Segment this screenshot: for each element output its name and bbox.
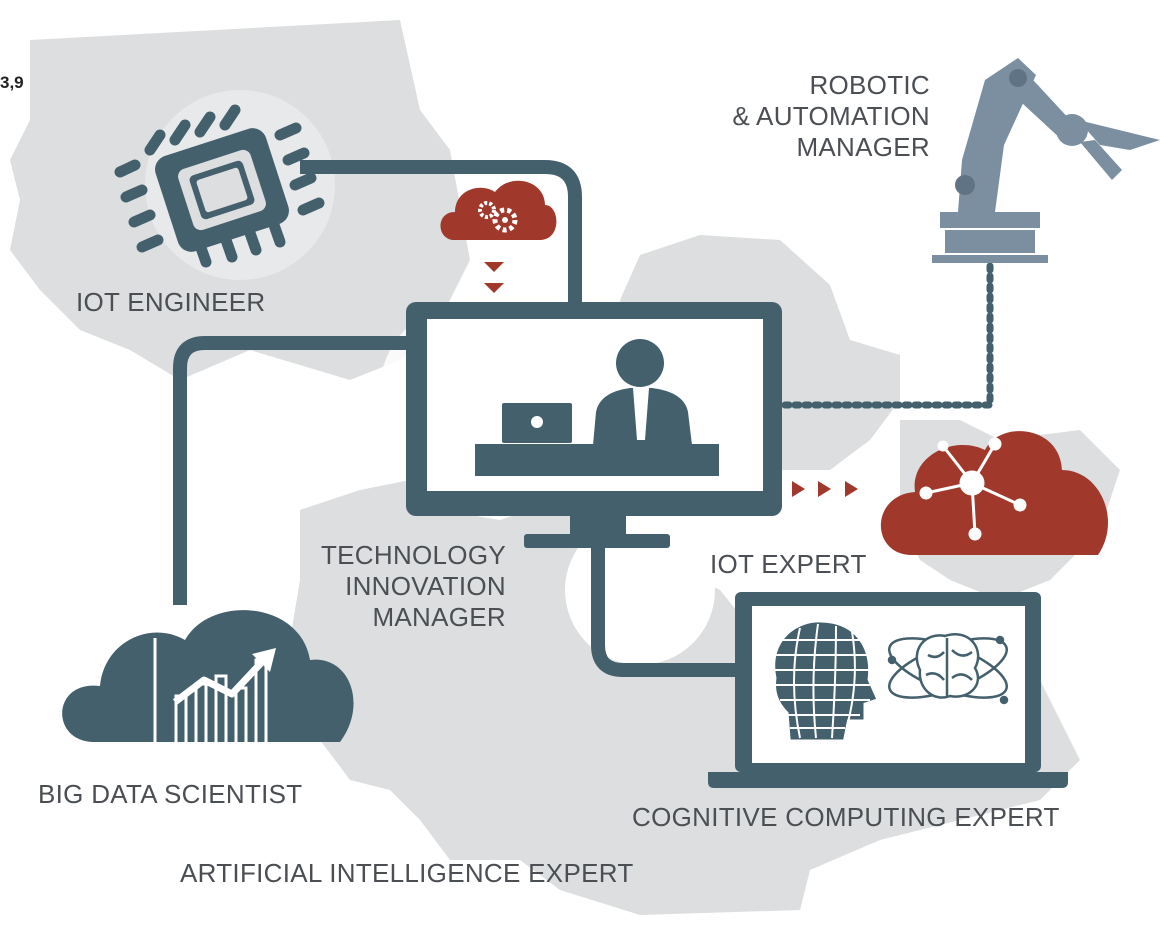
connector-monitor-laptop [591, 548, 742, 677]
cloud-network-icon [880, 431, 1109, 555]
label-line: MANAGER [372, 602, 506, 632]
gear-icon [290, 480, 1080, 915]
cloud-chart-icon [62, 610, 354, 742]
label-line: ROBOTIC [809, 70, 930, 100]
label-iot-engineer: IOT ENGINEER [76, 287, 266, 317]
person-at-desk-icon [475, 339, 719, 476]
label-line: & AUTOMATION [732, 101, 930, 131]
label-cognitive-computing-expert: COGNITIVE COMPUTING EXPERT [632, 802, 1060, 832]
figure-fragment: 3,9 [0, 73, 24, 92]
head-globe-icon [775, 622, 877, 740]
brain-atom-icon [887, 633, 1009, 705]
connector-chip-monitor [300, 160, 582, 305]
connectors [173, 160, 742, 677]
label-robotic-automation-manager: ROBOTIC & AUTOMATION MANAGER [732, 70, 930, 163]
chip-icon [114, 104, 325, 268]
laptop-icon [708, 592, 1068, 788]
label-technology-innovation-manager: TECHNOLOGY INNOVATION MANAGER [321, 540, 506, 633]
label-line: MANAGER [796, 132, 930, 162]
arrow-icons [792, 481, 858, 497]
label-artificial-intelligence-expert: ARTIFICIAL INTELLIGENCE EXPERT [180, 858, 634, 888]
label-big-data-scientist: BIG DATA SCIENTIST [38, 779, 303, 809]
robot-arm-icon [932, 58, 1160, 263]
cloud-gears-icon [440, 180, 557, 293]
label-iot-expert: IOT EXPERT [710, 549, 867, 579]
connector-dotted-robot [781, 258, 994, 409]
monitor-icon [406, 302, 782, 548]
label-line: INNOVATION [345, 571, 506, 601]
label-line: TECHNOLOGY [320, 540, 506, 570]
connector-monitor-bigdata [173, 336, 410, 605]
